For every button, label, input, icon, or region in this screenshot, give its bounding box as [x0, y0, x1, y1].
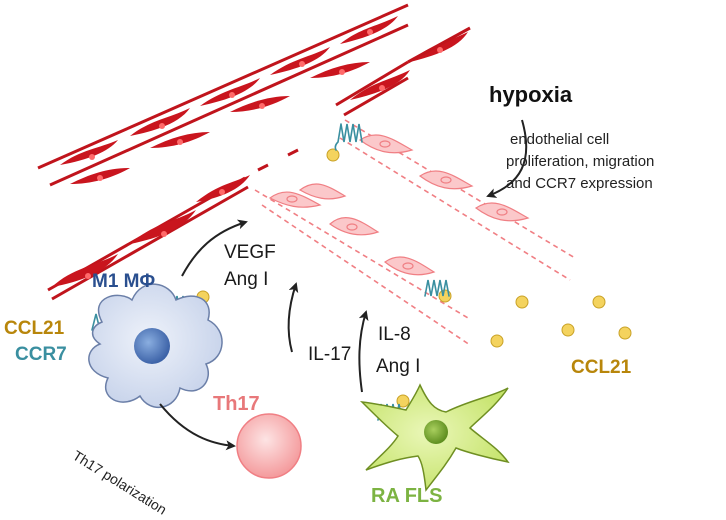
label-th17: Th17	[213, 393, 260, 415]
label-ang1-bottom: Ang I	[376, 356, 421, 377]
arrow-polarization	[159, 403, 236, 451]
endothelial-nuclei-light	[286, 140, 508, 270]
endothelial-cells-dark	[52, 16, 471, 287]
th17-cell	[236, 413, 302, 479]
endothelial-nuclei-dark	[85, 29, 443, 279]
label-endothelial-response: endothelial cell proliferation, migratio…	[506, 129, 710, 195]
arrow-il8	[358, 310, 369, 393]
label-hypoxia: hypoxia	[489, 82, 573, 107]
sprouting-vessel	[254, 119, 576, 346]
label-ang1-top: Ang I	[224, 269, 269, 290]
fls-nucleus	[424, 420, 448, 444]
endothelial-cells-light	[268, 134, 530, 276]
label-ccl21-left: CCL21	[4, 318, 65, 339]
label-ra-fls: RA FLS	[371, 485, 443, 507]
arrows	[159, 119, 528, 451]
label-il8: IL-8	[378, 324, 411, 345]
endothelial-line-1: endothelial cell	[510, 131, 610, 148]
label-vegf: VEGF	[224, 242, 276, 263]
ra-fls-cell	[359, 383, 510, 492]
arrow-vegf	[181, 219, 248, 277]
label-il17: IL-17	[308, 344, 352, 365]
endothelial-line-2: proliferation, migration	[506, 153, 655, 170]
macrophage-nucleus	[134, 328, 170, 364]
arrow-hypoxia	[486, 119, 528, 198]
m1-macrophage-cell	[88, 283, 223, 409]
label-ccr7: CCR7	[15, 344, 67, 365]
label-m1-macrophage: M1 MΦ	[92, 271, 156, 292]
endothelial-line-3: and CCR7 expression	[506, 175, 653, 192]
arrow-il17	[287, 282, 299, 353]
label-ccl21-right: CCL21	[571, 357, 632, 378]
